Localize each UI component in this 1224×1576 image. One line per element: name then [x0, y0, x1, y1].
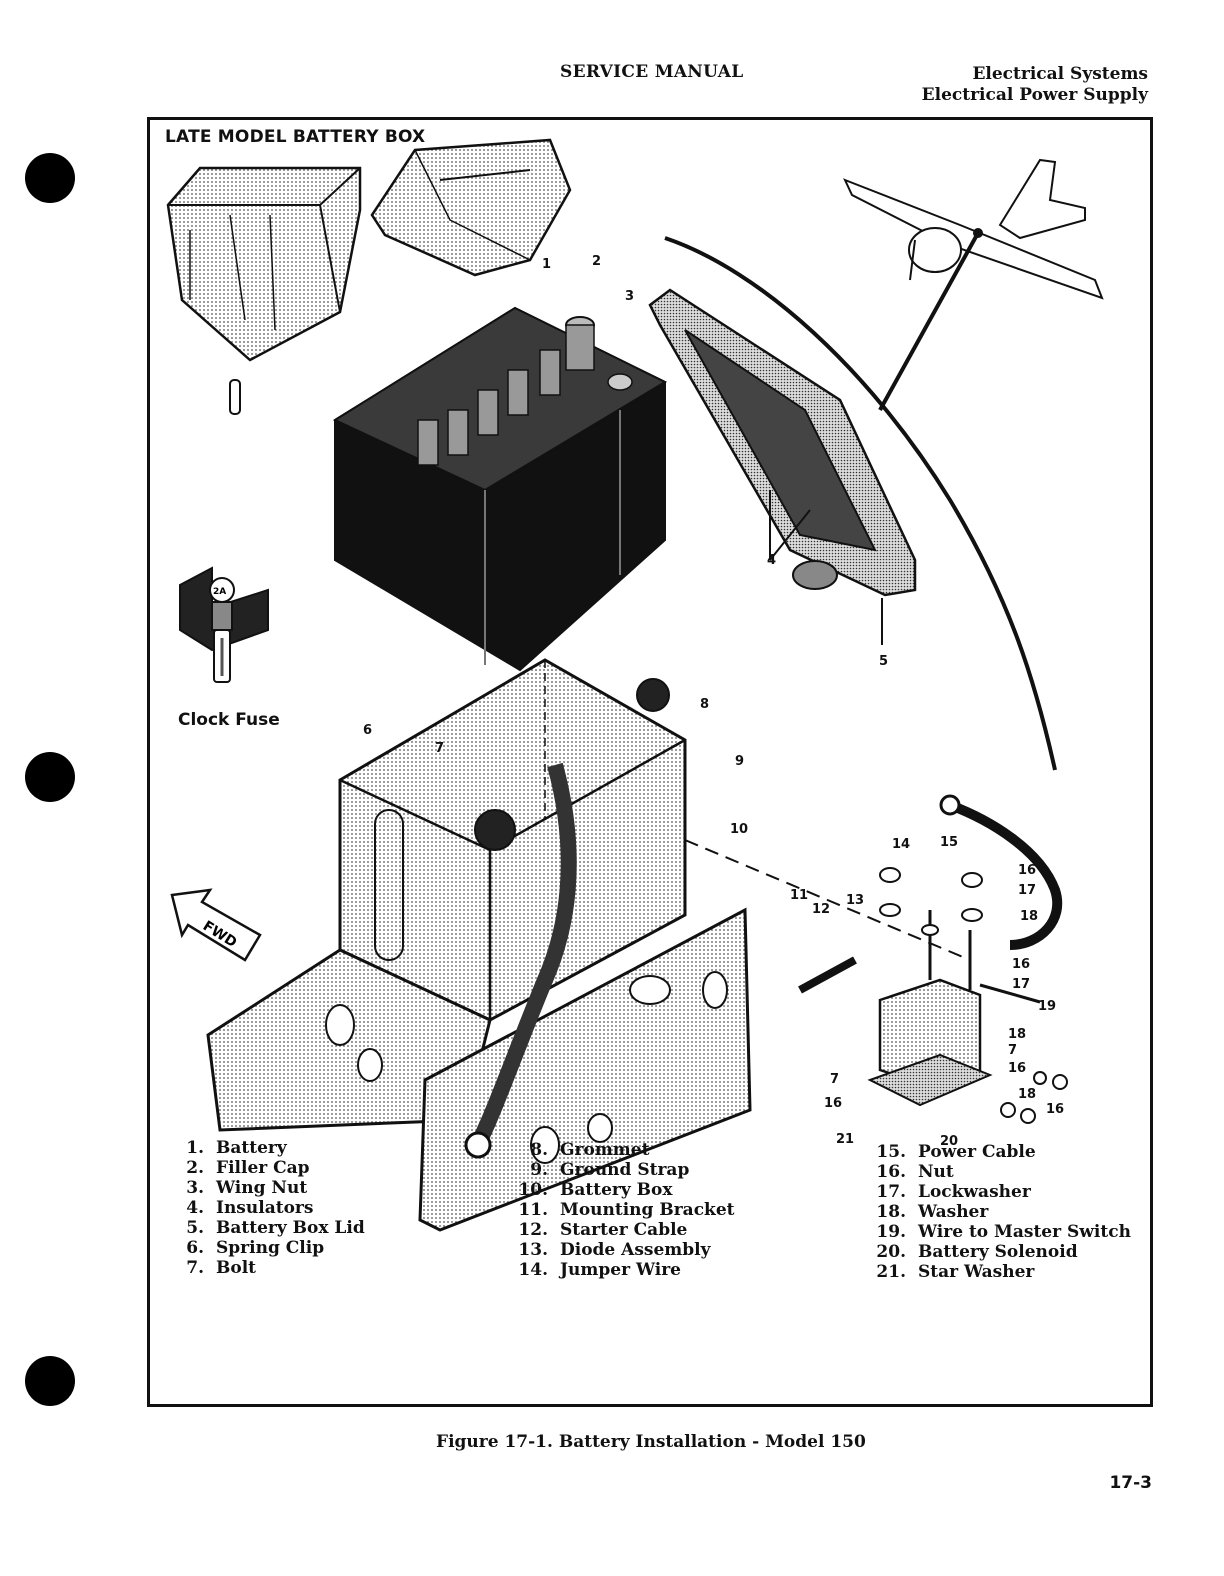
callout-20: 20: [940, 1134, 958, 1149]
legend-item: 5.Battery Box Lid: [186, 1218, 365, 1238]
callout-18a: 18: [1020, 909, 1038, 924]
legend-item: 17.Lockwasher: [876, 1182, 1031, 1202]
legend-item: 15.Power Cable: [876, 1142, 1036, 1162]
legend-item: 2.Filler Cap: [186, 1158, 310, 1178]
legend-item: 19.Wire to Master Switch: [876, 1222, 1131, 1242]
callout-5: 5: [879, 654, 888, 669]
legend-item: 16.Nut: [876, 1162, 954, 1182]
callout-16c: 16: [824, 1096, 842, 1111]
clock-fuse-icon: 2A: [179, 566, 269, 683]
legend-item: 4.Insulators: [186, 1198, 314, 1218]
figure-box-title: LATE MODEL BATTERY BOX: [165, 127, 426, 147]
callout-15: 15: [940, 835, 958, 850]
fuselage-outline: [664, 236, 1057, 771]
callout-9: 9: [735, 754, 744, 769]
legend-item: 8.Grommet: [530, 1140, 650, 1160]
callout-2: 2: [592, 254, 601, 269]
callout-11: 11: [790, 888, 808, 903]
wire-to-master-switch: [979, 983, 1041, 1004]
starter-cable: [798, 956, 857, 994]
legend-item: 13.Diode Assembly: [518, 1240, 711, 1260]
binder-hole-top: [25, 153, 75, 203]
legend-item: 1.Battery: [186, 1138, 287, 1158]
callout-13: 13: [846, 893, 864, 908]
power-cable: [948, 800, 1063, 950]
legend-item: 6.Spring Clip: [186, 1238, 325, 1258]
forward-arrow-icon: FWD: [170, 888, 262, 962]
figure-caption: Figure 17-1. Battery Installation - Mode…: [436, 1432, 866, 1452]
late-model-box-lid: [370, 138, 572, 277]
section-title: Electrical Systems: [972, 64, 1148, 84]
callout-7c: 7: [1008, 1043, 1017, 1058]
binder-hole-bottom: [25, 1356, 75, 1406]
callout-6: 6: [363, 723, 372, 738]
callout-8: 8: [700, 697, 709, 712]
battery: [332, 306, 668, 672]
callout-17a: 17: [1018, 883, 1036, 898]
callout-17b: 17: [1012, 977, 1030, 992]
legend-item: 10.Battery Box: [518, 1180, 673, 1200]
fuse-rating: 2A: [213, 587, 226, 597]
callout-4: 4: [767, 553, 776, 568]
legend-item: 3.Wing Nut: [186, 1178, 308, 1198]
callout-3: 3: [625, 289, 634, 304]
callout-16e: 16: [1008, 1061, 1026, 1076]
page-number: 17-3: [1109, 1473, 1152, 1493]
late-model-box-tray: [166, 166, 362, 415]
callout-7b: 7: [830, 1072, 839, 1087]
callout-18b: 18: [1008, 1027, 1026, 1042]
callout-21: 21: [836, 1132, 854, 1147]
figure-frame: LATE MODEL BATTERY BOX Clock Fuse: [147, 117, 1153, 1407]
legend-item: 12.Starter Cable: [518, 1220, 688, 1240]
callout-16a: 16: [1018, 863, 1036, 878]
callout-1: 1: [542, 257, 551, 272]
legend-item: 21.Star Washer: [876, 1262, 1035, 1282]
legend-item: 7.Bolt: [186, 1258, 257, 1278]
clock-fuse-label: Clock Fuse: [178, 710, 280, 730]
legend-item: 9.Ground Strap: [530, 1160, 690, 1180]
legend-item: 11.Mounting Bracket: [518, 1200, 735, 1220]
callout-10: 10: [730, 822, 748, 837]
subsection-title: Electrical Power Supply: [921, 85, 1148, 105]
mounting-bracket: [206, 907, 752, 1232]
battery-installation-illustration: 2A: [166, 138, 1104, 1232]
callout-12: 12: [812, 902, 830, 917]
callout-19: 19: [1038, 999, 1056, 1014]
section-header: Electrical Systems Electrical Power Supp…: [922, 64, 1148, 106]
legend-item: 20.Battery Solenoid: [876, 1242, 1078, 1262]
battery-box: [338, 658, 687, 1022]
legend-column-2: 8.Grommet 9.Ground Strap 10.Battery Box …: [512, 1140, 735, 1280]
callout-14: 14: [892, 837, 910, 852]
manual-title: SERVICE MANUAL: [560, 62, 744, 82]
callout-16d: 16: [1046, 1102, 1064, 1117]
airplane-locator-icon: [843, 158, 1104, 411]
binder-hole-middle: [25, 752, 75, 802]
legend-item: 18.Washer: [876, 1202, 989, 1222]
ground-strap: [472, 762, 577, 1144]
callout-16b: 16: [1012, 957, 1030, 972]
battery-solenoid: [867, 867, 1068, 1124]
callout-18c: 18: [1018, 1087, 1036, 1102]
legend-column-3: 15.Power Cable 16.Nut 17.Lockwasher 18.W…: [870, 1142, 1131, 1282]
legend-column-1: 1.Battery 2.Filler Cap 3.Wing Nut 4.Insu…: [168, 1138, 365, 1278]
legend-item: 14.Jumper Wire: [518, 1260, 681, 1280]
callout-7: 7: [435, 741, 444, 756]
battery-box-lid: [648, 288, 917, 645]
